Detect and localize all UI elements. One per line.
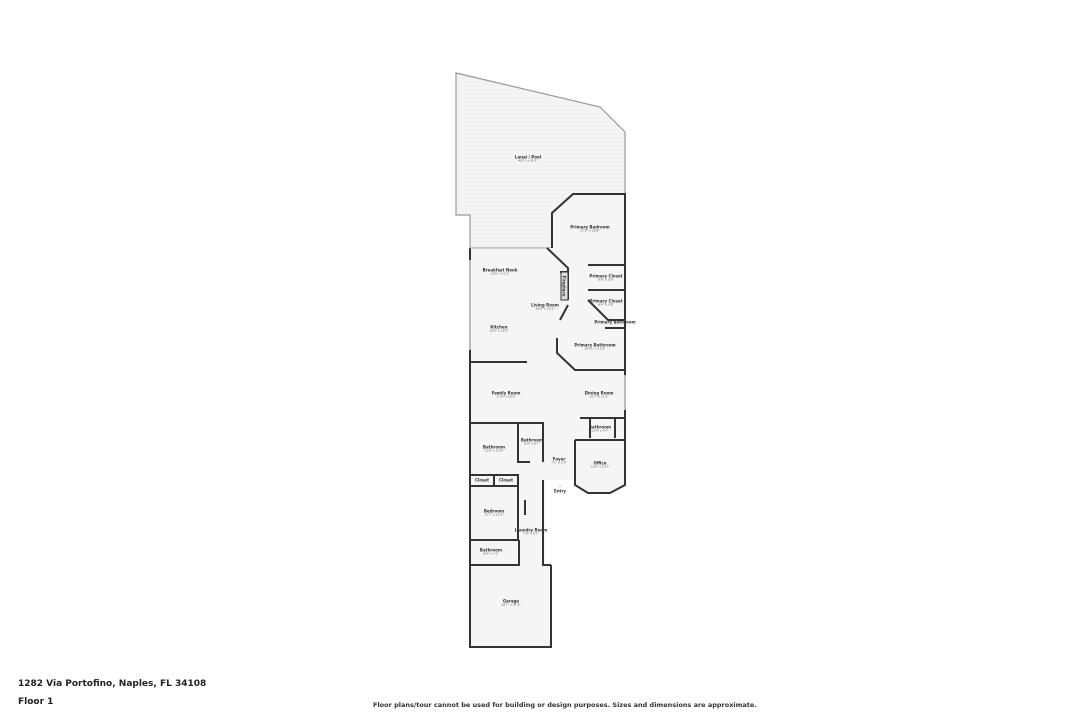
room-name: Bathroom: [520, 437, 544, 443]
room-name: Primary Bathroom: [594, 319, 636, 325]
entry-arrow-icon: △: [558, 483, 562, 488]
room-dims: 13'8" x 11'1": [490, 271, 510, 276]
room-dims: 18'7" x 22'3": [501, 602, 521, 607]
floor-label: Floor 1: [18, 697, 54, 707]
room-name: Primary Closet: [589, 273, 623, 279]
room-dims: 17'8" x 18'3": [496, 394, 516, 399]
room-name: Primary Closet: [589, 298, 623, 304]
room-dims: 16'11" x 12'8": [584, 346, 606, 351]
room-dims: 8'8" x 5'8": [598, 277, 614, 282]
room-dims: 11'7" x 13'3": [484, 512, 504, 517]
room-label: Closet: [499, 478, 513, 483]
room-name: Bathroom: [588, 424, 612, 430]
room-name: Lanai / Pool: [514, 154, 542, 160]
room-label: Primary Bathroom: [594, 320, 635, 325]
room-name: Living Room: [531, 302, 559, 308]
room-name: Dining Room: [584, 390, 614, 396]
room-dims: 11'6" x 13'9": [484, 448, 504, 453]
room-name: Primary Bedroom: [570, 224, 610, 230]
room-label: Closet: [475, 478, 489, 483]
room-label: △Entry: [553, 483, 567, 494]
room-name: Laundry Room: [514, 527, 548, 533]
property-address: 1282 Via Portofino, Naples, FL 34108: [18, 679, 207, 689]
room-name: Garage: [502, 598, 520, 604]
room-name: Bathroom: [482, 444, 506, 450]
room-dims: 18'8" x 23'2": [535, 306, 555, 311]
room-dims: 11'6" x 4'7": [591, 428, 609, 433]
room-name: Primary Bathroom: [574, 342, 616, 348]
room-name: Closet: [498, 477, 514, 483]
room-dims: 8'9" x 8'7": [524, 441, 540, 446]
room-dims: 8'8" x 5'1": [483, 551, 499, 556]
room-name: Entry: [553, 488, 567, 494]
room-dims: 8'8" x 5'8": [598, 302, 614, 307]
room-name: Breakfast Nook: [482, 267, 518, 273]
room-name: Fireplace: [561, 275, 567, 297]
room-dims: 15'6" x 18'3": [489, 328, 509, 333]
house-floor: [470, 194, 625, 647]
room-label: Fireplace: [562, 276, 567, 297]
room-dims: 7'1" x 2'9": [551, 460, 567, 465]
disclaimer: Floor plans/tour cannot be used for buil…: [373, 701, 757, 709]
room-name: Closet: [474, 477, 490, 483]
room-name: Bathroom: [479, 547, 503, 553]
room-dims: 49'1" x 41'5": [518, 158, 538, 163]
walls: [469, 193, 626, 648]
room-name: Bedroom: [483, 508, 505, 514]
room-name: Office: [593, 460, 607, 466]
room-dims: 13'6" x 12'7": [590, 464, 610, 469]
room-name: Kitchen: [490, 324, 508, 330]
room-dims: 17'2" x 18'8": [580, 228, 600, 233]
room-name: Foyer: [552, 456, 566, 462]
room-dims: 14'7" x 11'2": [589, 394, 609, 399]
room-dims: 7'8" x 9'7": [523, 531, 539, 536]
room-name: Family Room: [491, 390, 521, 396]
